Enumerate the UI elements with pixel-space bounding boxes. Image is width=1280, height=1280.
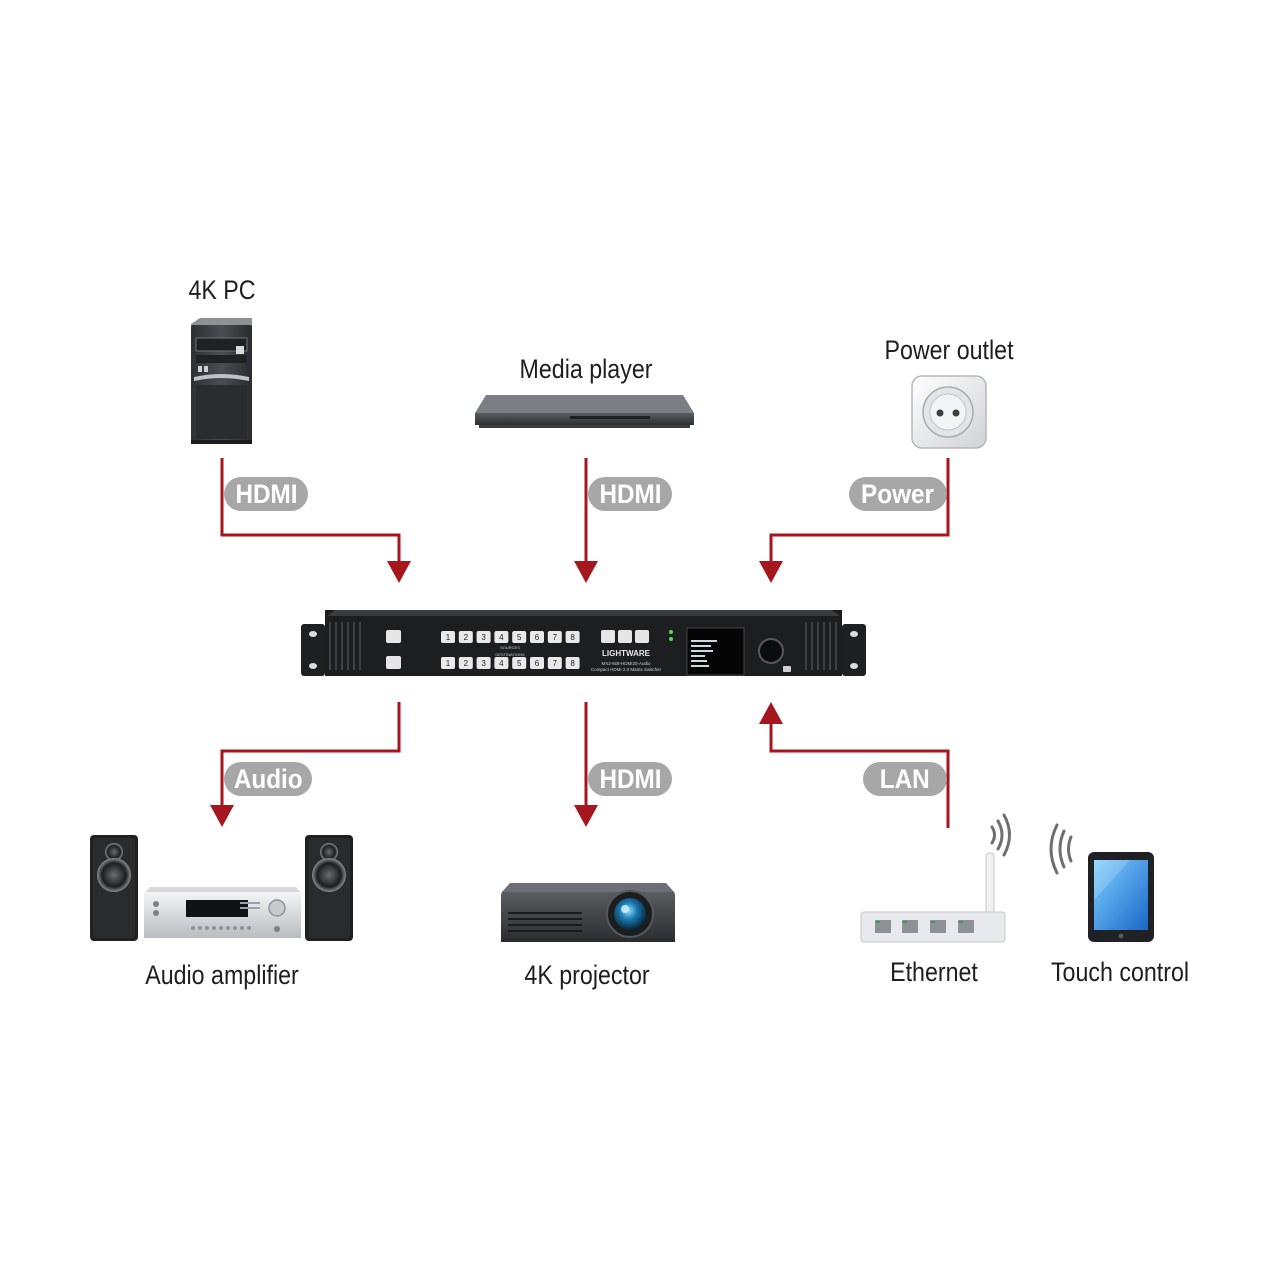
power-outlet-icon bbox=[911, 375, 987, 449]
power-line bbox=[769, 458, 950, 562]
projector-hdmi-tag: HDMI bbox=[588, 762, 672, 796]
destination-button-number: 6 bbox=[535, 659, 540, 668]
source-button-1 bbox=[441, 631, 455, 643]
destination-button-number: 1 bbox=[446, 659, 451, 668]
source-button-number: 5 bbox=[517, 633, 522, 642]
destination-button-1 bbox=[441, 657, 455, 669]
router-icon bbox=[860, 813, 1011, 943]
media-player-label: Media player bbox=[519, 354, 653, 384]
source-button-number: 8 bbox=[570, 633, 575, 642]
lan-arrowhead bbox=[759, 702, 783, 724]
matrix-switcher-icon: 1 2 3 4 5 6 7 8 1 2 3 4 5 6 7 8 bbox=[301, 610, 866, 676]
ethernet-label: Ethernet bbox=[890, 957, 978, 987]
projector-icon bbox=[501, 883, 675, 942]
media-hdmi-tag: HDMI bbox=[588, 477, 672, 511]
media-hdmi-arrowhead bbox=[574, 561, 598, 583]
projector-label: 4K projector bbox=[524, 960, 650, 990]
touch-control-label: Touch control bbox=[1050, 957, 1190, 987]
source-button-6 bbox=[530, 631, 544, 643]
power-tag: Power bbox=[849, 477, 947, 511]
destination-button-number: 5 bbox=[517, 659, 522, 668]
audio-amplifier-label: Audio amplifier bbox=[145, 960, 299, 990]
destination-button-5 bbox=[512, 657, 527, 669]
source-button-5 bbox=[512, 631, 527, 643]
lan-line bbox=[769, 722, 950, 828]
power-outlet-label: Power outlet bbox=[884, 335, 1014, 365]
destination-button-4 bbox=[494, 657, 509, 669]
power-arrowhead bbox=[759, 561, 783, 583]
destination-button-6 bbox=[530, 657, 544, 669]
audio-line bbox=[220, 702, 401, 806]
source-button-number: 2 bbox=[464, 633, 469, 642]
destination-button-3 bbox=[476, 657, 491, 669]
desktop-tower-icon bbox=[191, 318, 252, 444]
audio-tag: Audio bbox=[224, 762, 312, 796]
tablet-icon bbox=[1049, 823, 1154, 942]
source-button-number: 6 bbox=[535, 633, 540, 642]
source-button-2 bbox=[458, 631, 473, 643]
audio-amplifier-icon bbox=[90, 835, 353, 941]
destination-button-2 bbox=[458, 657, 473, 669]
source-button-number: 7 bbox=[553, 633, 558, 642]
destination-button-7 bbox=[547, 657, 562, 669]
source-button-number: 3 bbox=[481, 633, 486, 642]
audio-arrowhead bbox=[210, 805, 234, 827]
destination-button-number: 2 bbox=[464, 659, 469, 668]
pc-hdmi-tag: HDMI bbox=[224, 477, 308, 511]
projector-hdmi-arrowhead bbox=[574, 805, 598, 827]
pc-hdmi-line bbox=[220, 458, 401, 562]
source-button-4 bbox=[494, 631, 509, 643]
destination-button-number: 7 bbox=[553, 659, 558, 668]
destination-button-number: 8 bbox=[570, 659, 575, 668]
pc-label: 4K PC bbox=[188, 275, 256, 305]
source-button-8 bbox=[565, 631, 580, 643]
source-button-3 bbox=[476, 631, 491, 643]
arrowheads bbox=[210, 561, 783, 827]
destination-button-number: 3 bbox=[481, 659, 486, 668]
media-player-icon bbox=[475, 395, 694, 428]
destination-button-8 bbox=[565, 657, 580, 669]
destination-button-number: 4 bbox=[499, 659, 504, 668]
connector-lines bbox=[220, 458, 950, 828]
lan-tag: LAN bbox=[863, 762, 947, 796]
pc-hdmi-arrowhead bbox=[387, 561, 411, 583]
source-button-number: 4 bbox=[499, 633, 504, 642]
source-button-number: 1 bbox=[446, 633, 451, 642]
source-button-7 bbox=[547, 631, 562, 643]
